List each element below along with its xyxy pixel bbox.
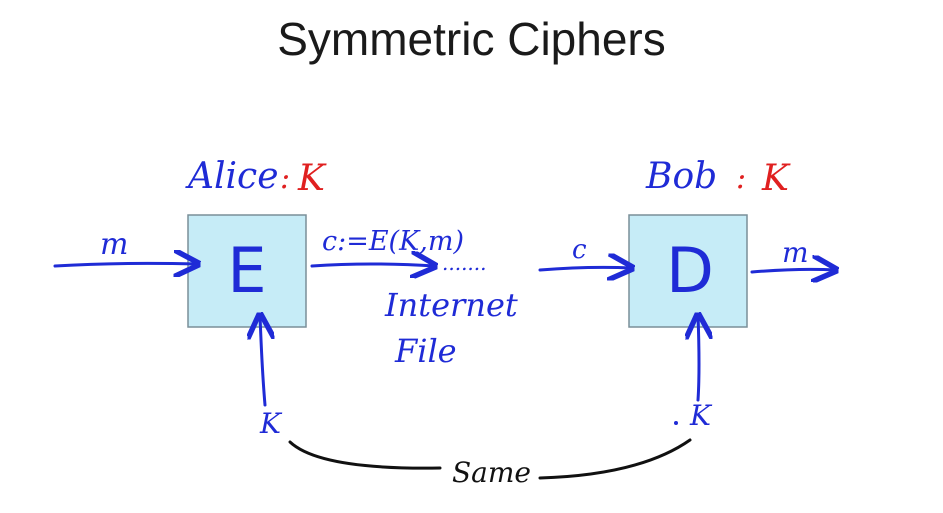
key-arrow-right xyxy=(698,315,699,402)
alice-name: Alice xyxy=(185,156,279,197)
alice-separator: : xyxy=(280,161,290,196)
bob-key: K xyxy=(761,158,791,199)
output-arrow xyxy=(750,269,836,272)
alice-key: K xyxy=(297,158,327,199)
transit-dots: ....... xyxy=(442,251,487,275)
key-label-right: K xyxy=(689,399,713,432)
encrypt-box xyxy=(187,214,307,328)
key-arrow-left xyxy=(260,315,265,407)
input-label: m xyxy=(100,227,128,262)
ciphertext-short-label: c xyxy=(572,235,587,265)
channel-example-file: File xyxy=(394,332,457,370)
bob-name: Bob xyxy=(645,156,717,197)
stray-dot xyxy=(674,421,678,425)
decrypt-box xyxy=(628,214,748,328)
decrypt-letter: D xyxy=(666,234,714,307)
input-arrow xyxy=(53,263,198,266)
channel-arrow xyxy=(538,267,632,270)
same-connector-left xyxy=(288,440,442,470)
slide-title: Symmetric Ciphers xyxy=(277,13,666,65)
key-label-left: K xyxy=(259,407,283,440)
bob-separator: : xyxy=(736,161,746,196)
encrypt-letter: E xyxy=(227,234,266,307)
ciphertext-arrow xyxy=(310,264,435,266)
same-label: Same xyxy=(452,456,531,489)
same-connector-right xyxy=(538,438,692,480)
output-label: m xyxy=(782,236,809,269)
channel-example-internet: Internet xyxy=(384,286,518,324)
ciphertext-label: c:=E(K,m) xyxy=(322,226,464,257)
